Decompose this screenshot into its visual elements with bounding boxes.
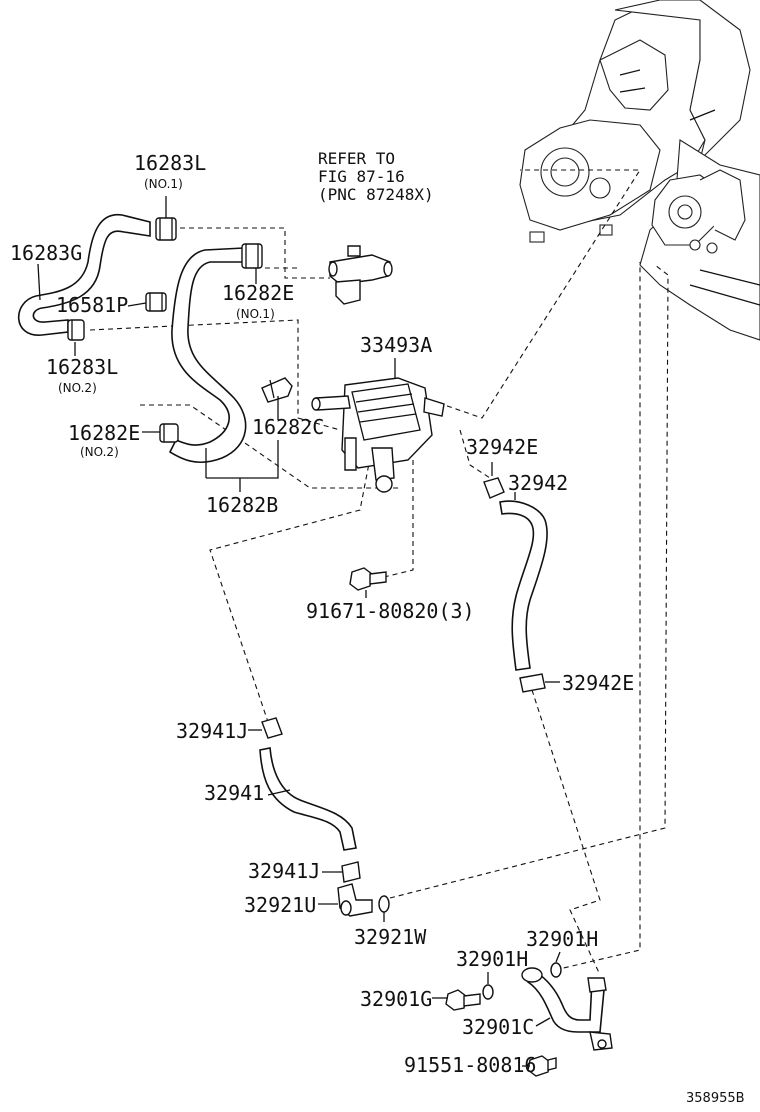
label-32901C: 32901C bbox=[462, 1015, 534, 1039]
clip-16282C bbox=[261, 377, 293, 403]
washer-32921W bbox=[378, 895, 390, 913]
label-16282B: 16282B bbox=[206, 493, 278, 517]
washer-32901H-lower bbox=[482, 984, 494, 1000]
label-16283L-no2: 16283L bbox=[46, 355, 118, 379]
label-16581P: 16581P bbox=[56, 293, 128, 317]
label-16283L-no1: 16283L bbox=[134, 151, 206, 175]
clamp-16283L-no1 bbox=[155, 217, 177, 241]
clamp-16282E-no1 bbox=[241, 243, 263, 269]
label-91551-80816: 91551-80816 bbox=[404, 1053, 536, 1077]
label-32941: 32941 bbox=[204, 781, 264, 805]
label-91671-80820: 91671-80820(3) bbox=[306, 599, 475, 623]
label-32942E-bottom: 32942E bbox=[562, 671, 634, 695]
leader-lines bbox=[37, 196, 561, 1067]
label-16282E-no2-sub: (NO.2) bbox=[80, 445, 119, 459]
label-16283L-no1-sub: (NO.1) bbox=[144, 177, 183, 191]
connection-lines bbox=[89, 169, 669, 976]
label-32921U: 32921U bbox=[244, 893, 316, 917]
washer-32901H-upper bbox=[550, 962, 562, 978]
heater-valve-87248X bbox=[328, 245, 393, 305]
label-16283L-no2-sub: (NO.2) bbox=[58, 381, 97, 395]
label-32941J-bottom: 32941J bbox=[248, 859, 320, 883]
clamp-16581P bbox=[145, 292, 167, 312]
label-32901G: 32901G bbox=[360, 987, 432, 1011]
label-16282E-no2: 16282E bbox=[68, 421, 140, 445]
label-32942: 32942 bbox=[508, 471, 568, 495]
pipe-32901C bbox=[521, 967, 613, 1051]
label-16282E-no1: 16282E bbox=[222, 281, 294, 305]
figure-id: 358955B bbox=[686, 1091, 745, 1106]
label-32941J-top: 32941J bbox=[176, 719, 248, 743]
oil-cooler-33493A bbox=[311, 377, 445, 493]
label-33493A: 33493A bbox=[360, 333, 432, 357]
label-16282C: 16282C bbox=[252, 415, 324, 439]
clamp-16283L-no2 bbox=[67, 319, 85, 341]
label-16283G: 16283G bbox=[10, 241, 82, 265]
bolt-32901G bbox=[445, 989, 481, 1011]
hose-32942 bbox=[483, 477, 548, 693]
label-32942E-top: 32942E bbox=[466, 435, 538, 459]
refer-line-1: REFER TO bbox=[318, 149, 395, 168]
clamp-16282E-no2 bbox=[159, 423, 179, 443]
refer-line-3: (PNC 87248X) bbox=[318, 185, 434, 204]
bolt-91671-80820 bbox=[349, 567, 387, 591]
label-32921W: 32921W bbox=[354, 925, 427, 949]
label-16282E-no1-sub: (NO.1) bbox=[236, 307, 275, 321]
bolt-91551-80816 bbox=[527, 1055, 557, 1077]
hose-16282B bbox=[168, 247, 247, 463]
hose-32941 bbox=[259, 717, 361, 883]
union-32921U bbox=[337, 883, 373, 917]
label-32901H-left: 32901H bbox=[456, 947, 528, 971]
label-32901H-right: 32901H bbox=[526, 927, 598, 951]
refer-line-2: FIG 87-16 bbox=[318, 167, 405, 186]
